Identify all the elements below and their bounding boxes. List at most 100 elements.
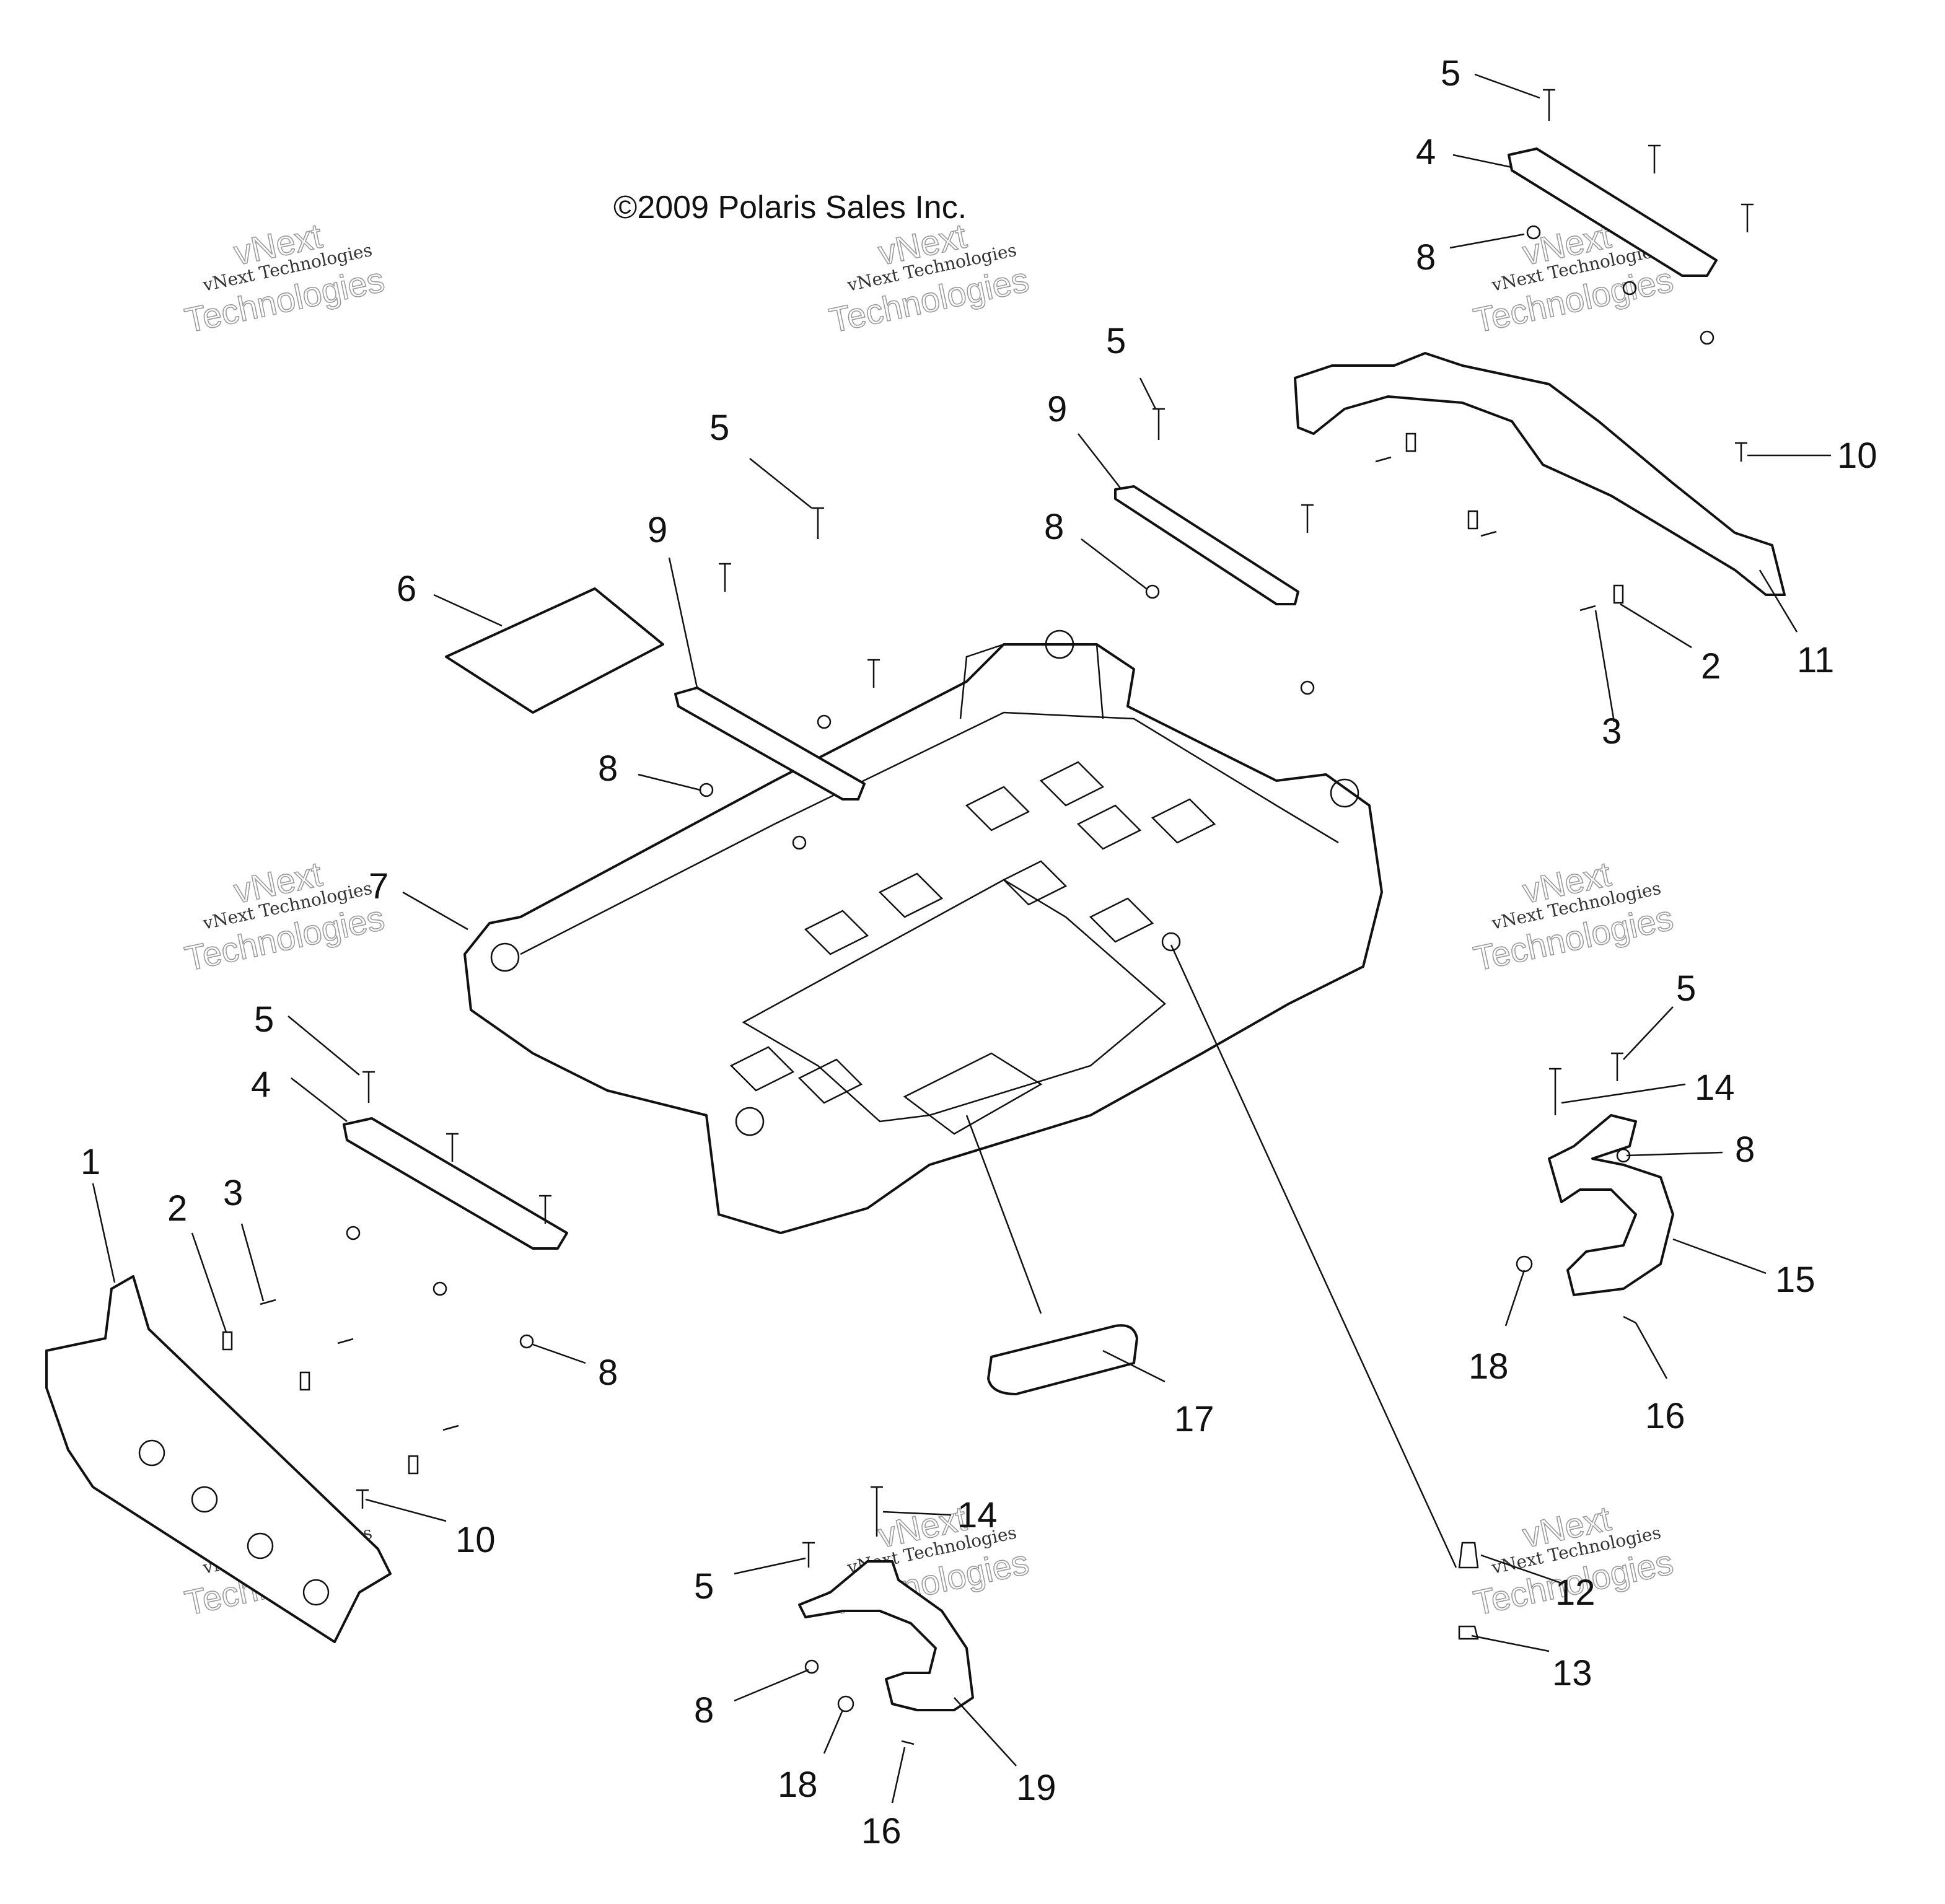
nut-icon [1622, 281, 1637, 296]
bar-4-left [343, 1117, 568, 1250]
watermark: vNext vNext Technologies Technologies [181, 854, 388, 979]
bolt-icon [356, 1489, 369, 1509]
bumper-hole [302, 1579, 330, 1606]
nut-icon [804, 1659, 819, 1674]
callout-17: 17 [1174, 1399, 1214, 1439]
bumper-hole [138, 1439, 165, 1467]
callout-9: 9 [648, 510, 667, 550]
callout-8: 8 [1044, 507, 1064, 547]
bumper-1 [45, 1275, 392, 1643]
callout-3: 3 [1602, 711, 1622, 752]
screw-icon [260, 456, 1596, 1431]
callout-3: 3 [223, 1173, 243, 1213]
bolt-icon [1741, 203, 1754, 232]
callout-18: 18 [778, 1765, 818, 1805]
bumper-hole [191, 1486, 218, 1513]
bolt-icon [802, 1542, 815, 1568]
callout-5: 5 [709, 408, 729, 448]
bolt-icon [867, 659, 880, 688]
bolt-icon [362, 1071, 375, 1103]
bolt-icon [1611, 1052, 1623, 1081]
callout-9: 9 [1047, 389, 1067, 429]
rail-9-right [1114, 485, 1299, 605]
decal-sheet-6 [445, 587, 664, 714]
watermark: vNext vNext Technologies Technologies [1470, 854, 1677, 979]
nut-icon [432, 1281, 447, 1296]
bolt-icon [1549, 1068, 1561, 1115]
callout-15: 15 [1775, 1260, 1815, 1300]
screw-icon [901, 1315, 1636, 1745]
plug-icon [1458, 1625, 1479, 1640]
callout-labels: 5 4 8 5 9 8 5 9 6 8 7 5 4 1 2 3 8 10 10 … [81, 53, 1877, 1851]
callout-2: 2 [167, 1188, 187, 1229]
cargo-box-7 [463, 630, 1383, 1234]
callout-8: 8 [1416, 237, 1436, 278]
nut-icon [837, 1695, 854, 1713]
callout-8: 8 [1735, 1130, 1755, 1170]
callout-4: 4 [251, 1064, 271, 1105]
clip-icon [1467, 510, 1478, 530]
bolt-icon [1543, 89, 1555, 121]
callout-5: 5 [694, 1566, 714, 1607]
nut-icon [1526, 225, 1541, 240]
grab-handle-19 [798, 1560, 974, 1711]
bolt-icon [1735, 442, 1747, 462]
bumper-11 [1294, 352, 1786, 596]
hardware-nuts [222, 225, 1714, 1745]
bolt-icon [871, 1486, 883, 1537]
callout-5: 5 [1441, 53, 1460, 94]
callout-16: 16 [1645, 1396, 1685, 1436]
callout-4: 4 [1416, 132, 1436, 172]
nut-icon [1700, 330, 1714, 345]
callout-14: 14 [1695, 1068, 1735, 1108]
callout-13: 13 [1552, 1653, 1592, 1693]
callout-7: 7 [369, 866, 389, 906]
nut-icon [1300, 680, 1315, 695]
bolt-icon [1301, 504, 1314, 533]
nut-icon [1145, 584, 1160, 599]
bolt-icon [719, 563, 731, 592]
callout-10: 10 [1837, 436, 1877, 476]
clip-icon [299, 1371, 310, 1391]
callout-12: 12 [1555, 1573, 1596, 1613]
clip-icon [222, 1331, 233, 1351]
callout-8: 8 [598, 748, 618, 789]
callout-5: 5 [1106, 321, 1126, 361]
bolt-icon [539, 1195, 551, 1224]
nut-icon [1516, 1255, 1533, 1273]
hardware-bolts [356, 89, 1754, 1568]
callout-2: 2 [1701, 646, 1721, 687]
callout-10: 10 [455, 1520, 496, 1560]
callout-6: 6 [397, 569, 416, 609]
callout-16: 16 [861, 1811, 902, 1851]
nut-icon [792, 835, 807, 850]
rivet-icon [1458, 1542, 1479, 1569]
callout-1: 1 [81, 1142, 100, 1182]
leader-lines [92, 73, 1831, 1804]
clip-icon [1613, 584, 1624, 604]
bolt-icon [812, 507, 824, 539]
nut-icon [817, 714, 832, 729]
bolt-icon [1648, 144, 1661, 173]
callout-18: 18 [1469, 1346, 1509, 1387]
callout-19: 19 [1016, 1768, 1056, 1808]
bar-4-right [1508, 147, 1718, 277]
watermark: vNext vNext Technologies Technologies [181, 216, 388, 341]
clip-icon [408, 1455, 419, 1475]
callout-8: 8 [598, 1353, 618, 1393]
nut-icon [346, 1226, 361, 1240]
nut-icon [699, 783, 714, 797]
clip-icon [1405, 432, 1416, 452]
floor-mat-17 [987, 1324, 1138, 1395]
callout-14: 14 [957, 1495, 998, 1535]
nut-icon [519, 1334, 534, 1349]
copyright-text: ©2009 Polaris Sales Inc. [613, 190, 967, 226]
grab-handle-15 [1548, 1114, 1674, 1296]
bolt-icon [1153, 408, 1165, 440]
callout-5: 5 [1676, 968, 1696, 1009]
callout-8: 8 [694, 1690, 714, 1731]
callout-11: 11 [1797, 640, 1834, 680]
bumper-hole [247, 1532, 274, 1560]
bolt-icon [446, 1133, 459, 1162]
